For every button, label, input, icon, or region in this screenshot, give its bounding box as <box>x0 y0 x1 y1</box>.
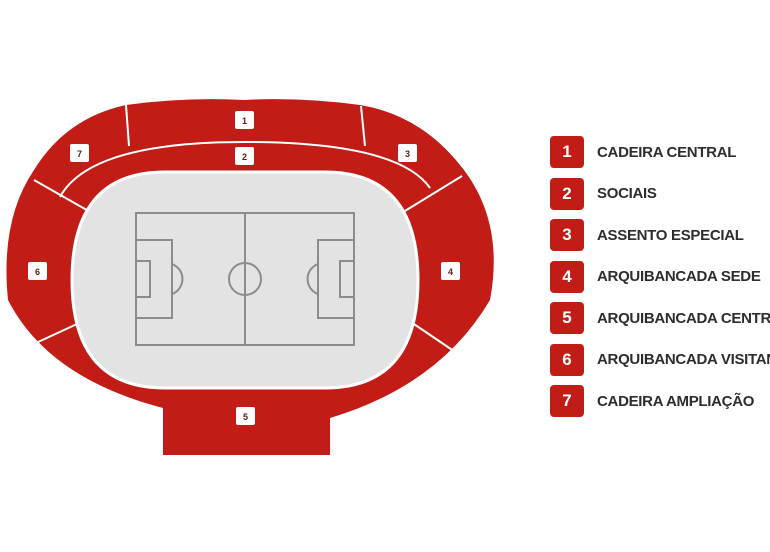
legend-badge: 7 <box>550 385 584 417</box>
svg-text:5: 5 <box>243 412 248 422</box>
legend-item-3[interactable]: 3 ASSENTO ESPECIAL <box>550 219 770 251</box>
legend-label: ASSENTO ESPECIAL <box>597 226 744 244</box>
legend-label: SOCIAIS <box>597 185 657 202</box>
legend-item-4[interactable]: 4 ARQUIBANCADA SEDE <box>550 260 770 293</box>
legend-label: CADEIRA AMPLIAÇÃO <box>597 392 755 410</box>
legend-label: ARQUIBANCADA CENTRAL <box>597 309 770 327</box>
svg-text:7: 7 <box>77 149 82 159</box>
legend-item-6[interactable]: 6 ARQUIBANCADA VISITANTE <box>550 343 770 376</box>
legend-badge: 3 <box>550 219 584 251</box>
section-tag-1[interactable]: 1 <box>235 111 254 129</box>
svg-text:4: 4 <box>448 267 453 277</box>
svg-text:6: 6 <box>35 267 40 277</box>
legend-badge: 4 <box>550 260 584 293</box>
legend-item-1[interactable]: 1 CADEIRA CENTRAL <box>550 136 770 168</box>
legend-label: ARQUIBANCADA VISITANTE <box>597 351 770 368</box>
legend-item-7[interactable]: 7 CADEIRA AMPLIAÇÃO <box>550 385 770 417</box>
section-tag-7[interactable]: 7 <box>70 144 89 162</box>
legend-item-5[interactable]: 5 ARQUIBANCADA CENTRAL <box>550 302 770 334</box>
section-tag-2[interactable]: 2 <box>235 147 254 165</box>
svg-text:2: 2 <box>242 152 247 162</box>
legend-label: ARQUIBANCADA SEDE <box>597 268 761 285</box>
section-tag-3[interactable]: 3 <box>398 144 417 162</box>
legend-item-2[interactable]: 2 SOCIAIS <box>550 177 770 210</box>
section-tag-4[interactable]: 4 <box>441 262 460 280</box>
legend-badge: 6 <box>550 343 584 376</box>
section-tag-6[interactable]: 6 <box>28 262 47 280</box>
legend-badge: 1 <box>550 136 584 168</box>
section-legend: 1 CADEIRA CENTRAL 2 SOCIAIS 3 ASSENTO ES… <box>550 136 770 427</box>
pitch-markings <box>135 212 355 346</box>
svg-text:3: 3 <box>405 149 410 159</box>
section-tag-5[interactable]: 5 <box>236 407 255 425</box>
legend-label: CADEIRA CENTRAL <box>597 143 737 161</box>
legend-badge: 2 <box>550 177 584 210</box>
legend-badge: 5 <box>550 302 584 334</box>
section-dividers <box>9 104 471 363</box>
svg-text:1: 1 <box>242 116 247 126</box>
